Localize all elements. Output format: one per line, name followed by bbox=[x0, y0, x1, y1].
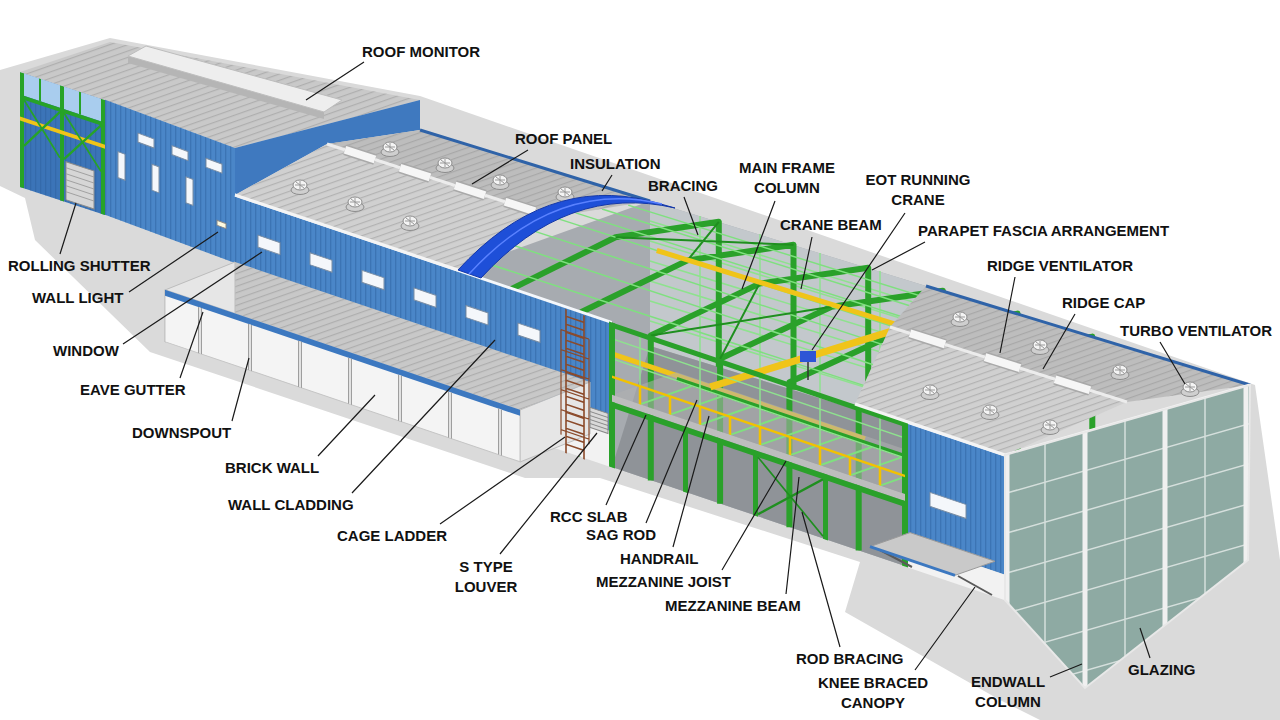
glazing-mullion bbox=[1000, 380, 1255, 700]
steel-column bbox=[20, 72, 24, 188]
window bbox=[310, 253, 332, 272]
part-label: HANDRAIL bbox=[620, 550, 698, 568]
turbo-ventilator bbox=[491, 175, 509, 190]
part-label: ENDWALL COLUMN bbox=[962, 672, 1054, 712]
roof-monitor bbox=[128, 46, 342, 112]
wall-bracing bbox=[24, 100, 101, 171]
mezzanine-beam bbox=[612, 402, 905, 507]
shutter-slats bbox=[66, 168, 94, 201]
part-label: KNEE BRACED CANOPY bbox=[811, 673, 935, 713]
part-label: DOWNSPOUT bbox=[132, 424, 231, 442]
mezzanine-column bbox=[753, 450, 758, 517]
window bbox=[414, 288, 436, 307]
turbo-ventilator bbox=[291, 180, 309, 195]
part-label: EOT RUNNING CRANE bbox=[859, 170, 977, 210]
part-label: GLAZING bbox=[1128, 661, 1196, 679]
part-label: RCC SLAB bbox=[550, 508, 628, 526]
ladder-cage bbox=[561, 330, 589, 444]
downspout bbox=[200, 308, 500, 455]
lean-to-end-wall bbox=[520, 382, 590, 462]
part-label: CAGE LADDER bbox=[337, 527, 447, 545]
turbo-ventilator bbox=[1111, 365, 1129, 380]
part-label: SAG ROD bbox=[586, 526, 656, 544]
wall-light bbox=[217, 220, 226, 228]
window bbox=[186, 177, 193, 206]
window bbox=[172, 146, 188, 161]
window bbox=[152, 164, 159, 193]
part-label: ROLLING SHUTTER bbox=[8, 257, 151, 275]
part-label: INSULATION bbox=[570, 155, 661, 173]
part-label: MEZZANINE BEAM bbox=[665, 597, 801, 615]
wall-ribs bbox=[105, 100, 235, 263]
turbo-ventilator bbox=[1041, 420, 1059, 435]
turbo-ventilator bbox=[346, 197, 364, 212]
tall-block-front bbox=[105, 100, 235, 263]
part-label: WINDOW bbox=[53, 342, 119, 360]
part-label: PARAPET FASCIA ARRANGEMENT bbox=[918, 222, 1169, 240]
steel-column bbox=[60, 85, 64, 201]
part-label: MEZZANINE JOIST bbox=[596, 573, 731, 591]
part-label: WALL CLADDING bbox=[228, 496, 354, 514]
insulation-line bbox=[469, 199, 662, 274]
crane-hook bbox=[807, 362, 809, 380]
turbo-ventilator bbox=[401, 216, 419, 231]
part-label: ROOF PANEL bbox=[515, 130, 612, 148]
louver-blades bbox=[590, 411, 608, 429]
window bbox=[930, 492, 966, 518]
lean-to-front bbox=[165, 174, 608, 492]
part-label: BRACING bbox=[648, 177, 718, 195]
rolling-shutter bbox=[66, 162, 94, 209]
leader-line bbox=[60, 62, 1185, 677]
eave-gutter bbox=[165, 290, 520, 416]
back-fascia bbox=[420, 130, 1250, 385]
rcc-slab-edge bbox=[612, 395, 905, 501]
part-label: RIDGE CAP bbox=[1062, 294, 1145, 312]
mezzanine-column bbox=[823, 473, 828, 540]
turbo-ventilator bbox=[981, 405, 999, 420]
insulation bbox=[458, 195, 675, 278]
window bbox=[258, 235, 280, 254]
window bbox=[518, 323, 540, 342]
part-label: WALL LIGHT bbox=[32, 289, 123, 307]
part-label: TURBO VENTILATOR bbox=[1120, 322, 1272, 340]
turbo-ventilator bbox=[1181, 382, 1199, 397]
part-label: CRANE BEAM bbox=[780, 216, 882, 234]
window bbox=[118, 152, 125, 181]
part-label: S TYPE LOUVER bbox=[446, 557, 526, 597]
turbo-ventilator bbox=[951, 312, 969, 327]
window bbox=[206, 158, 222, 173]
glazing bbox=[1005, 385, 1250, 688]
glazing-grid bbox=[1000, 380, 1255, 700]
endwall-column bbox=[1007, 380, 1246, 700]
window bbox=[362, 270, 384, 289]
part-label: ROOF MONITOR bbox=[362, 43, 480, 61]
canopy-fascia bbox=[870, 547, 955, 576]
turbo-ventilator bbox=[921, 385, 939, 400]
part-label: EAVE GUTTER bbox=[80, 381, 186, 399]
downspout-edge bbox=[200, 308, 500, 455]
part-label: RIDGE VENTILATOR bbox=[987, 257, 1133, 275]
mezzanine-column bbox=[683, 426, 688, 493]
part-label: MAIN FRAME COLUMN bbox=[731, 158, 843, 198]
turbo-ventilator bbox=[1031, 340, 1049, 355]
turbo-ventilator bbox=[436, 158, 454, 173]
window bbox=[466, 306, 488, 325]
turbo-ventilator bbox=[381, 142, 399, 157]
s-type-louver bbox=[590, 407, 608, 433]
window bbox=[138, 133, 154, 148]
ground-shadow bbox=[0, 38, 1280, 720]
crane-hoist bbox=[800, 351, 816, 362]
wall-cladding bbox=[105, 100, 235, 263]
canopy bbox=[870, 533, 995, 576]
steel-column bbox=[101, 99, 105, 215]
part-label: BRICK WALL bbox=[225, 459, 319, 477]
endwall-frame bbox=[1005, 385, 1250, 688]
part-label: ROD BRACING bbox=[796, 650, 904, 668]
